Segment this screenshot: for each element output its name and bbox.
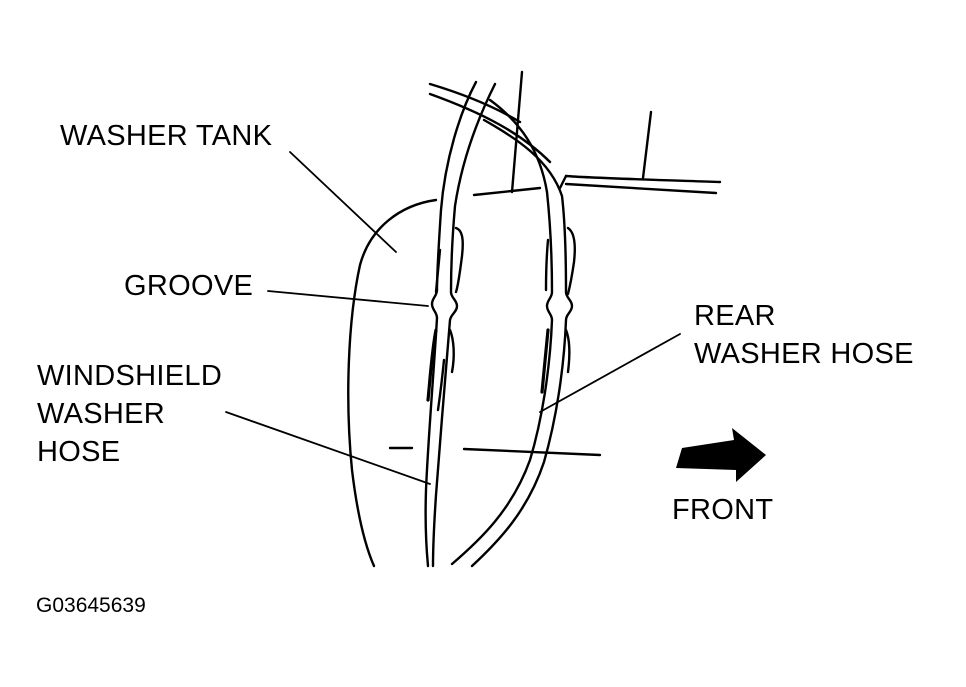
windshield-washer-hose-shape xyxy=(424,80,497,568)
rear-washer-hose-shape xyxy=(450,98,576,568)
rear-hose-leader xyxy=(539,333,681,413)
figure-id: G03645639 xyxy=(36,594,146,617)
windshield-washer-hose-label-line1: WINDSHIELD xyxy=(37,360,223,392)
leader-lines xyxy=(225,151,681,485)
windshield-washer-hose-label-line2: WASHER xyxy=(37,398,166,430)
washer-tank-outline xyxy=(347,198,438,568)
arrow-right-icon xyxy=(676,428,766,482)
washer-tank-leader xyxy=(289,151,397,253)
front-label: FRONT xyxy=(672,494,774,526)
rear-washer-hose-label-line2: WASHER HOSE xyxy=(694,338,914,370)
groove-leader xyxy=(267,290,429,307)
rear-washer-hose-label-line1: REAR xyxy=(694,300,776,332)
reference-line xyxy=(388,446,602,457)
body-structure xyxy=(428,70,722,197)
windshield-hose-leader xyxy=(225,411,431,485)
windshield-washer-hose-label-line3: HOSE xyxy=(37,436,121,468)
groove-label: GROOVE xyxy=(124,270,254,302)
washer-tank-label: WASHER TANK xyxy=(60,120,273,152)
